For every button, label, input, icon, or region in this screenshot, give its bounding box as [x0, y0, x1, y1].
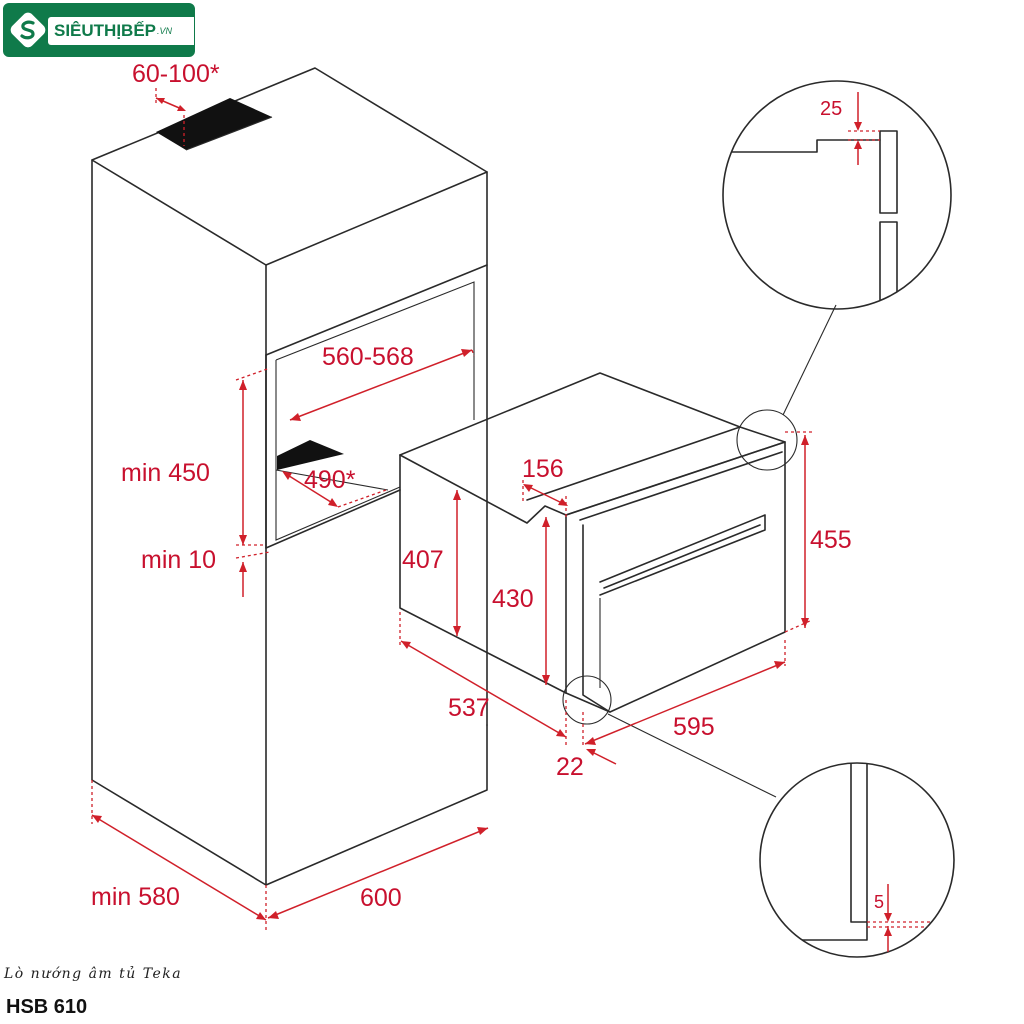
dimension-front-thickness: 22 — [556, 749, 617, 781]
dim-vent-gap: 60-100* — [132, 60, 220, 88]
dimension-vent-depth: 490* — [282, 466, 387, 508]
dim-niche-width: 560-568 — [322, 343, 414, 371]
dim-oven-depth: 537 — [448, 694, 490, 722]
s-logo-icon — [10, 12, 46, 48]
dim-top-offset: 156 — [522, 455, 564, 483]
logo-wordmark: SIÊUTHỊBẾP.VN — [48, 17, 194, 45]
dimension-cabinet-depth: min 580 — [91, 780, 267, 932]
dim-vent-depth: 490* — [304, 466, 356, 494]
dim-cabinet-depth: min 580 — [91, 883, 180, 911]
model-name: HSB 610 — [6, 996, 88, 1018]
detail-marker-bottom — [562, 675, 777, 798]
detail-marker-top — [736, 304, 837, 471]
dimension-oven-width: 595 — [582, 640, 786, 748]
dimension-niche-height: min 450 — [121, 367, 271, 546]
dim-oven-body-height: 407 — [402, 546, 444, 574]
dim-detail-bottom-gap: 5 — [874, 892, 884, 912]
logo-suffix: .VN — [157, 26, 173, 36]
dimension-bottom-gap: min 10 — [141, 546, 271, 597]
dim-oven-height: 455 — [810, 526, 852, 554]
dim-oven-inner-height: 430 — [492, 585, 534, 613]
dimension-oven-depth: 537 — [399, 612, 567, 745]
logo-name: SIÊUTHỊBẾP — [54, 21, 157, 40]
niche-vent-slot — [277, 440, 344, 470]
dimension-niche-width: 560-568 — [289, 343, 475, 421]
product-caption: Lò nướng âm tủ Teka — [4, 966, 183, 982]
dimension-oven-body-height: 407 — [402, 490, 461, 636]
dim-cabinet-width: 600 — [360, 884, 402, 912]
dimension-top-offset: 156 — [522, 455, 568, 520]
dim-bottom-gap: min 10 — [141, 546, 216, 574]
dim-detail-top-gap: 25 — [820, 98, 842, 120]
dim-niche-height: min 450 — [121, 459, 210, 487]
dimension-oven-inner-height: 430 — [492, 517, 550, 685]
top-vent-slot — [156, 98, 273, 151]
dimension-oven-height: 455 — [784, 431, 852, 633]
dim-front-thickness: 22 — [556, 753, 584, 781]
dimension-vent-gap: 60-100* — [132, 60, 220, 146]
dim-oven-width: 595 — [673, 713, 715, 741]
built-in-oven — [399, 372, 786, 713]
detail-view-top: 25 — [722, 80, 952, 310]
dimension-cabinet-width: 600 — [267, 827, 489, 919]
brand-logo[interactable]: SIÊUTHỊBẾP.VN — [3, 3, 195, 57]
detail-view-bottom: 5 — [759, 762, 955, 958]
